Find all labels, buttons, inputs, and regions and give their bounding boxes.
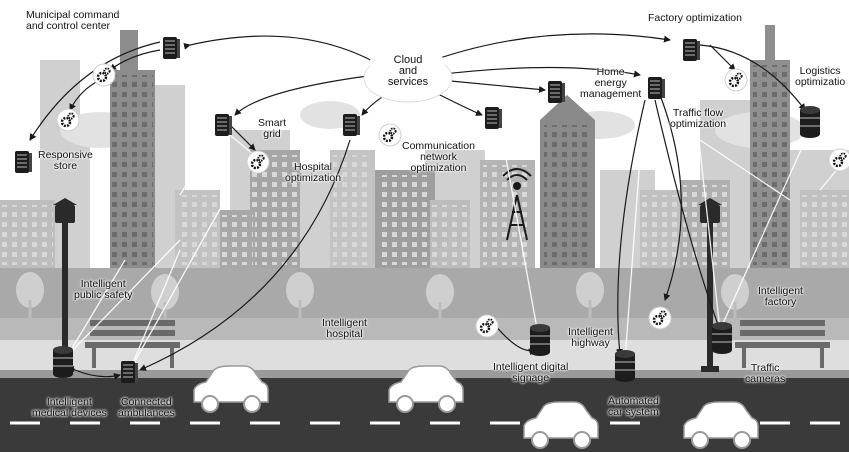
label-responsive-store: Responsive store (38, 149, 93, 172)
database-icon-medical (52, 345, 74, 379)
server-icon-smart-grid (215, 114, 232, 136)
label-home-energy: Home energy management (580, 66, 642, 100)
label-logistics-optimization: Logistics optimizatio (795, 65, 846, 88)
cell-tower-icon (502, 168, 532, 241)
database-icon-logistics (799, 105, 821, 139)
label-intelligent-factory: Intelligent factory (758, 285, 803, 308)
gear-icon-municipal (91, 62, 117, 88)
label-factory-optimization: Factory optimization (648, 12, 742, 24)
cloud-services-label: Cloud and services (387, 54, 429, 88)
database-icon-cameras (711, 321, 733, 355)
label-public-safety: Intelligent public safety (74, 278, 133, 301)
server-icon-hospital (343, 114, 360, 136)
label-medical-devices: Intelligent medical devices (32, 396, 107, 419)
label-automated-car: Automated car system (608, 395, 659, 418)
bench-left (85, 320, 180, 368)
gear-icon-factory (723, 67, 749, 93)
server-icon-factory (683, 39, 700, 61)
gear-icon-logistics (827, 147, 849, 173)
server-icon-municipal (163, 37, 180, 59)
gear-icon-comm (377, 122, 403, 148)
gear-icon-highway (647, 305, 673, 331)
server-icon-home (548, 81, 565, 103)
server-icon-comm (485, 107, 502, 129)
label-intelligent-hospital: Intelligent hospital (322, 317, 367, 340)
database-icon-car (614, 349, 636, 383)
bench-right (735, 320, 830, 368)
cloud-services-icon (363, 46, 453, 103)
data-flow-arrows (29, 33, 806, 380)
label-municipal-command: Municipal command and control center (26, 9, 120, 32)
gear-icon-grid (245, 149, 271, 175)
label-traffic-cameras: Traffic cameras (745, 362, 786, 385)
label-hospital-optimization: Hospital optimization (285, 161, 342, 184)
mid-skyline (110, 25, 790, 270)
lamp-post-right (698, 198, 722, 372)
label-traffic-flow: Traffic flow optimization (670, 107, 727, 130)
server-icon-ambulance (121, 361, 138, 383)
label-digital-signage: Intelligent digital signage (493, 361, 569, 384)
label-communication-network: Communication network optimization (402, 140, 475, 174)
label-connected-ambulances: Connected ambulances (118, 396, 175, 419)
front-buildings (0, 150, 849, 270)
server-icon-traffic (648, 77, 665, 99)
gear-icon-signage (474, 313, 500, 339)
label-smart-grid: Smart grid (258, 117, 287, 140)
server-icon-store (15, 151, 32, 173)
label-intelligent-highway: Intelligent highway (568, 326, 613, 349)
database-icon-signage (529, 323, 551, 357)
gear-icon-left (55, 107, 81, 133)
sidewalk-grass (0, 318, 849, 340)
